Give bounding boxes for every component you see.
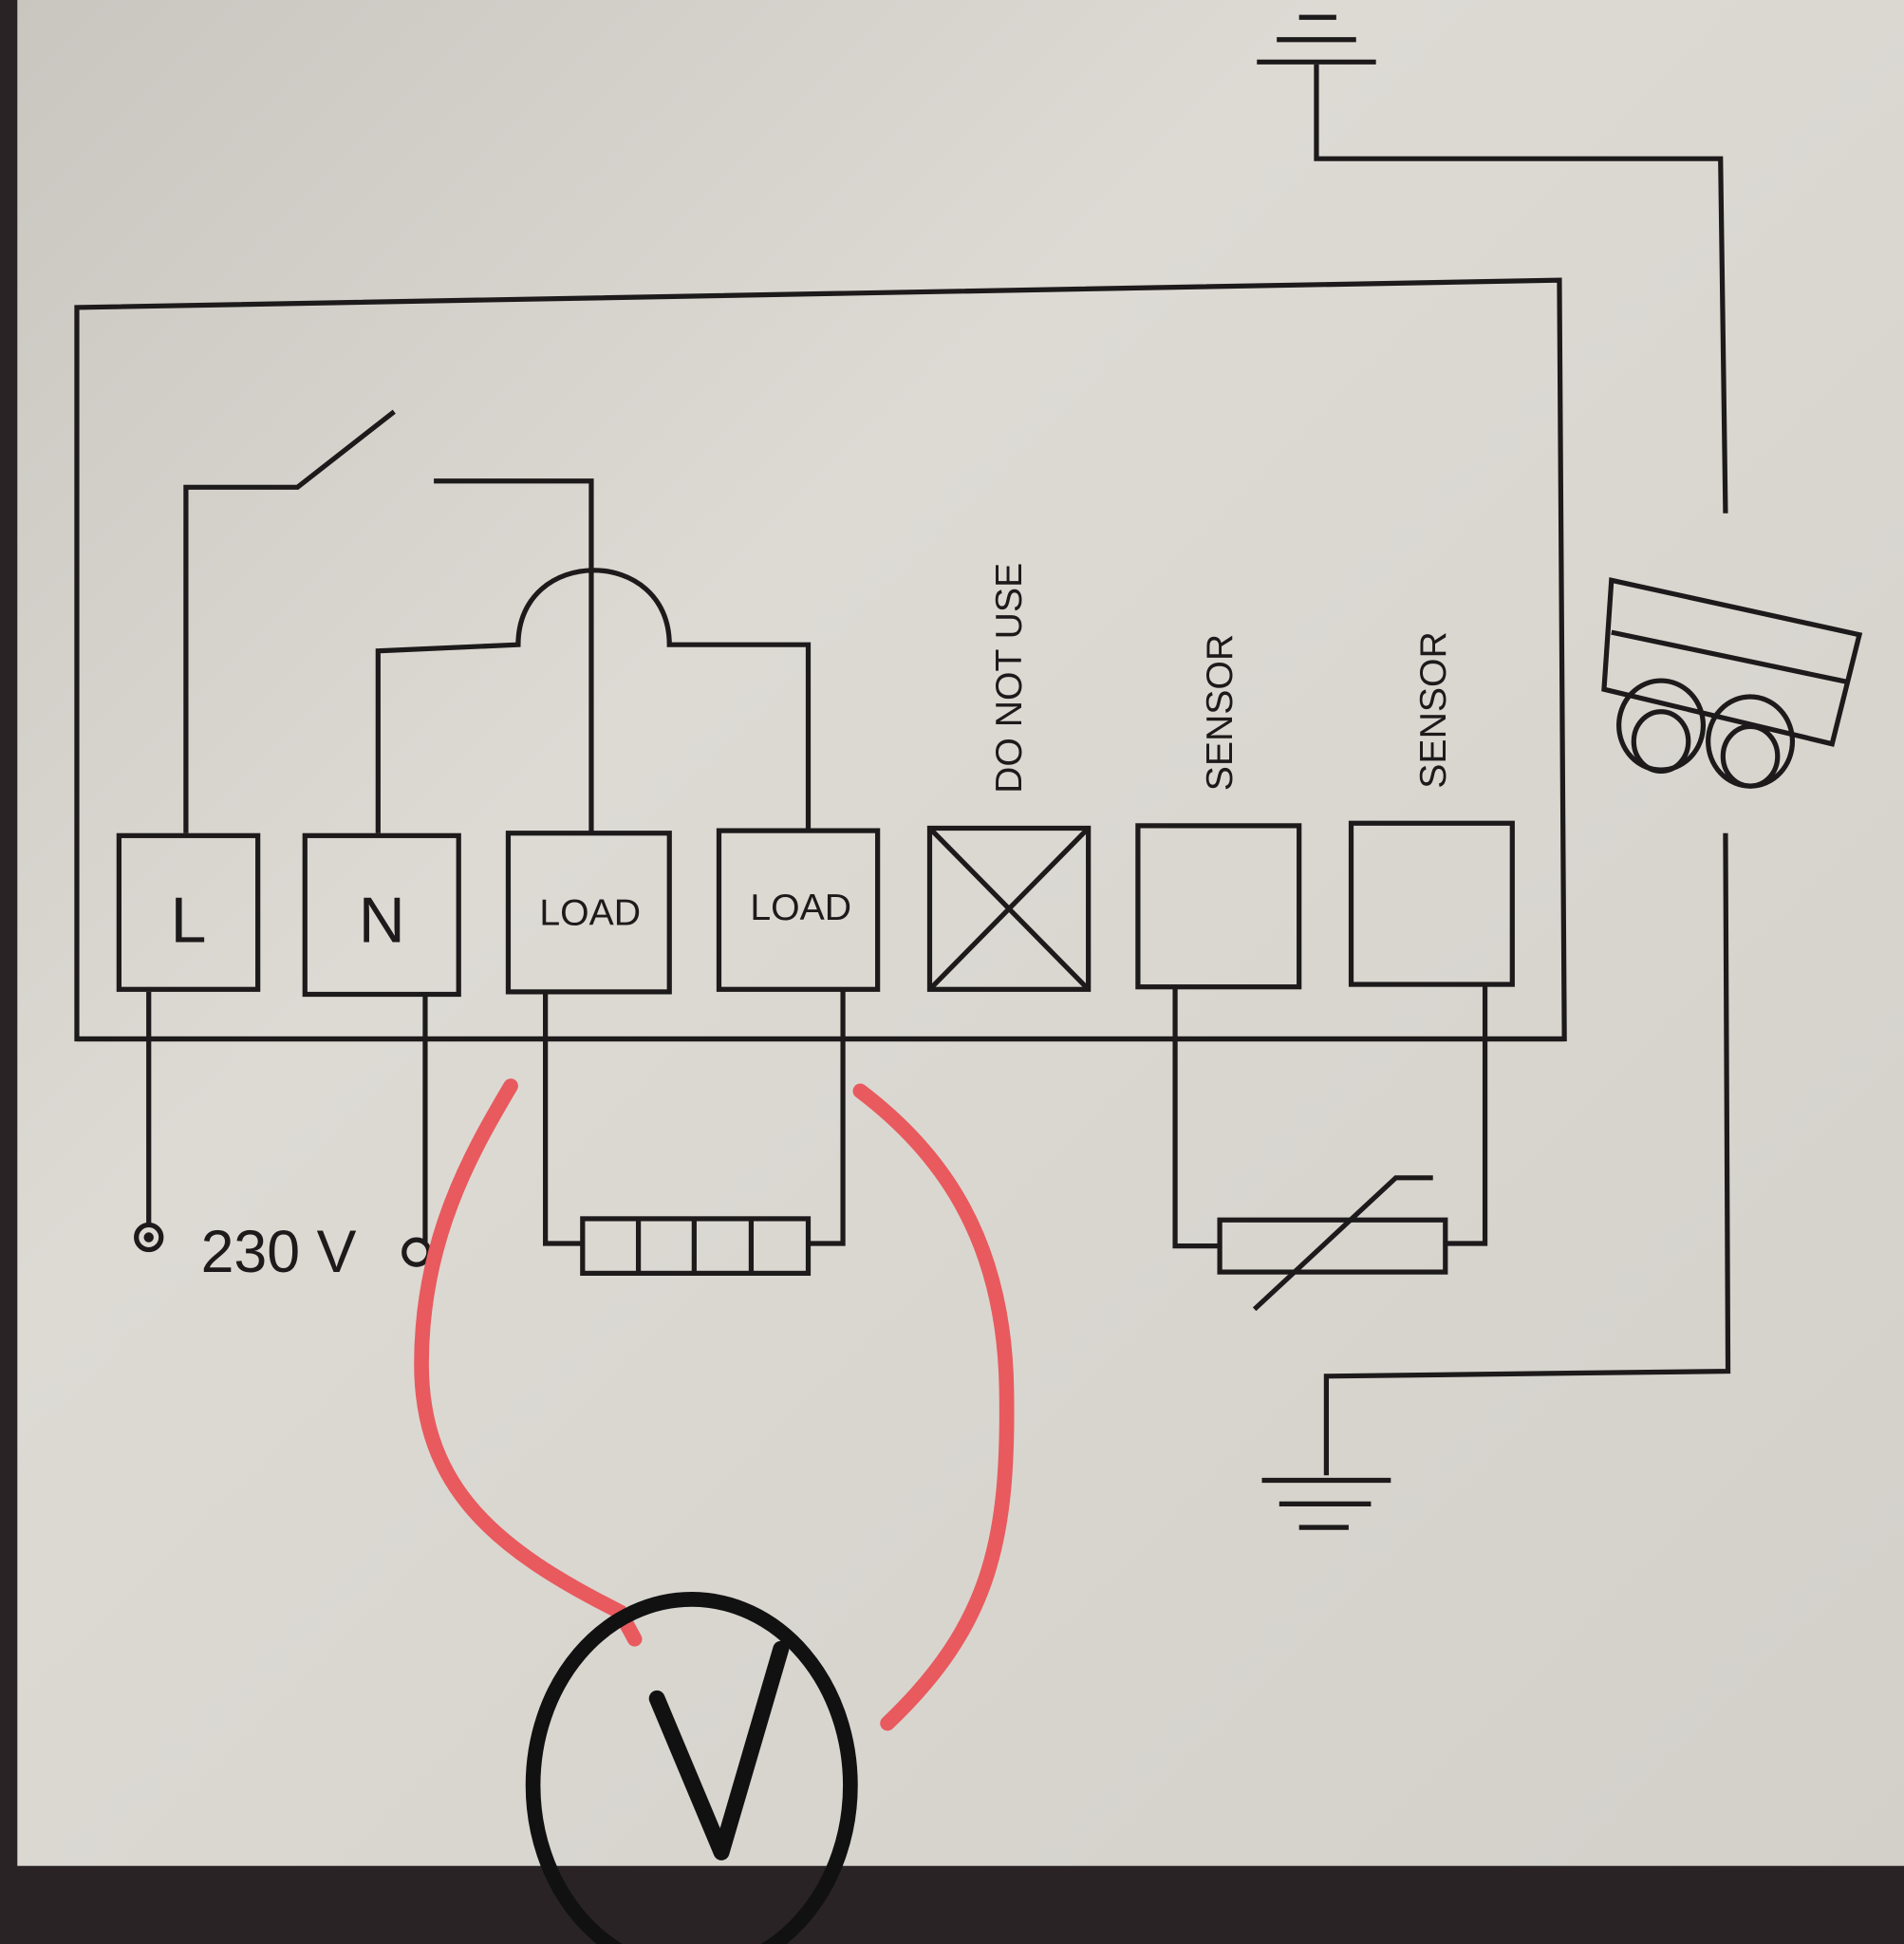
earth-wire-bottom <box>1323 832 1731 1476</box>
terminal-load-2: LOAD <box>716 828 881 992</box>
sensor-wire-1 <box>1172 986 1221 1249</box>
terminal-do-not-use: DO NOT USE <box>926 563 1092 992</box>
earth-wire-top <box>1314 64 1728 514</box>
voltmeter-probe-wire-1 <box>414 1078 643 1647</box>
thermistor-icon <box>1217 1175 1448 1312</box>
terminal-label: SENSOR <box>1200 634 1241 791</box>
terminal-sensor-1: SENSOR <box>1135 634 1302 990</box>
paper <box>17 0 1904 1866</box>
sensor-wire-2 <box>1445 984 1488 1246</box>
terminal-label: SENSOR <box>1413 631 1454 788</box>
load-wire-1 <box>543 991 583 1246</box>
supply-voltage-label: 230 V <box>201 1219 357 1285</box>
relay-switch <box>183 409 396 833</box>
terminal-label: LOAD <box>539 892 641 933</box>
terminal-label: DO NOT USE <box>989 563 1030 794</box>
supply-terminal-icon <box>134 1222 164 1253</box>
sensor-connector-icon <box>1601 577 1863 789</box>
ground-icon-top <box>1257 14 1376 65</box>
relay-contact-wire <box>434 478 594 833</box>
terminal-L: L <box>116 832 261 992</box>
ground-icon-bottom <box>1261 1477 1391 1530</box>
terminal-label: N <box>359 886 405 957</box>
terminal-load-1: LOAD <box>505 831 672 995</box>
voltmeter-probe-wire-2 <box>852 1083 1015 1731</box>
terminal-N: N <box>302 832 461 998</box>
voltmeter-icon: V <box>525 1592 858 1944</box>
terminal-label: L <box>171 886 207 957</box>
terminal-label: LOAD <box>750 888 851 928</box>
heating-element-icon <box>580 1216 812 1276</box>
load-wire-2 <box>808 989 846 1246</box>
terminal-sensor-2: SENSOR <box>1348 631 1515 987</box>
neutral-bridge-wire <box>375 568 812 833</box>
